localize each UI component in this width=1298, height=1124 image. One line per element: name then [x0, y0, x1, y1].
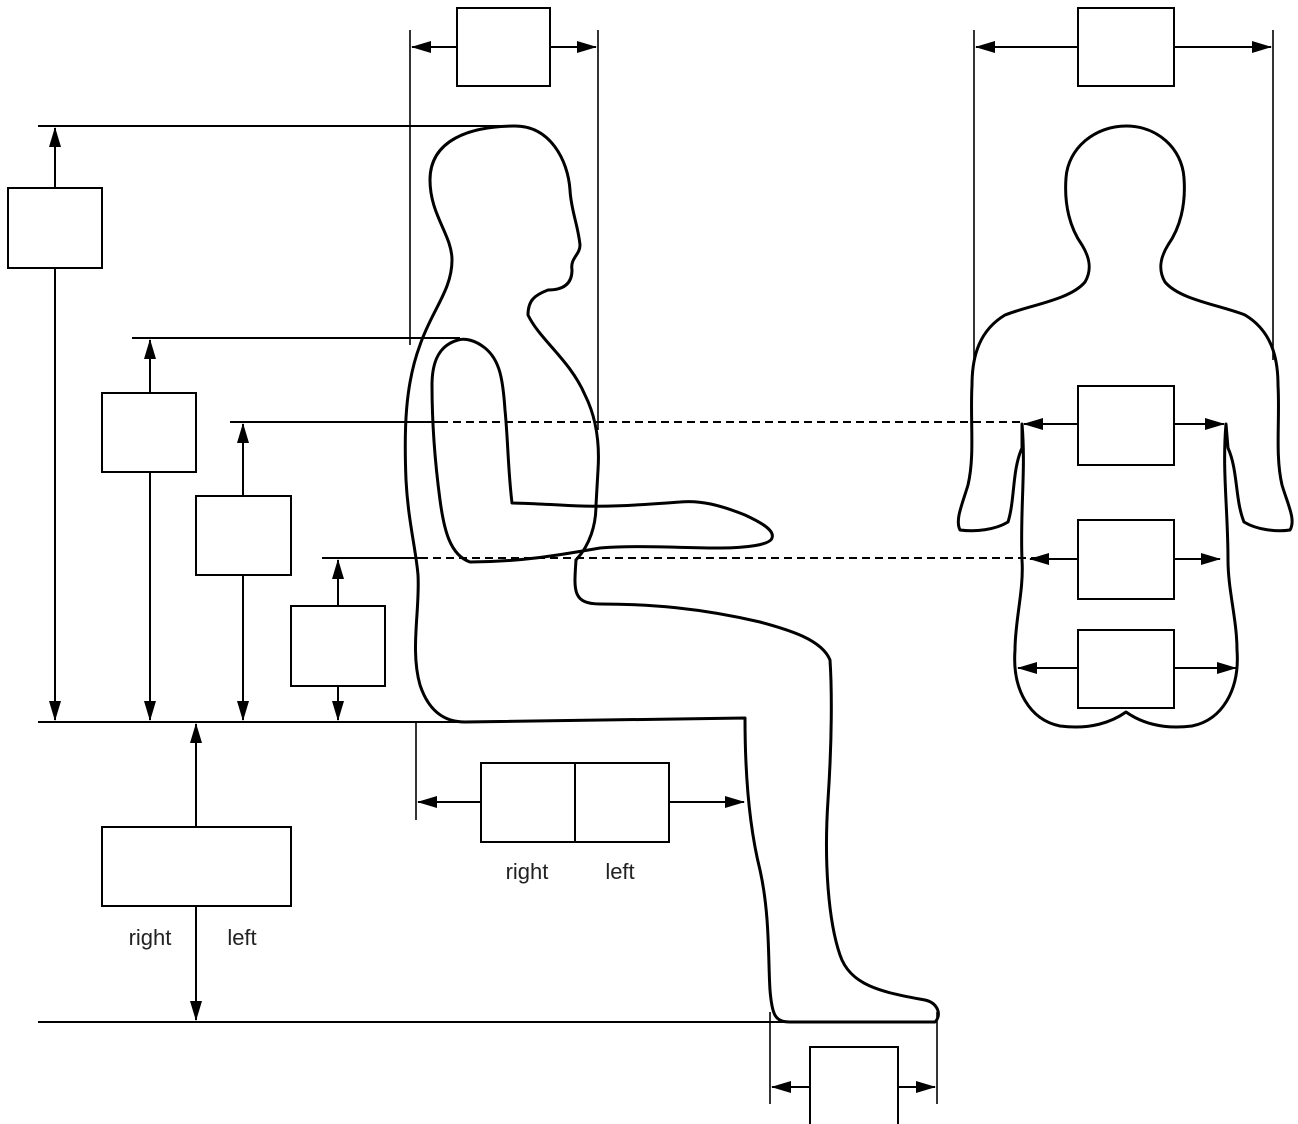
side-body-outline	[403, 124, 940, 1024]
hip-breadth-value-box[interactable]	[1077, 629, 1175, 709]
chest-breadth-value-box[interactable]	[1077, 385, 1175, 466]
front-view-figure	[956, 124, 1294, 729]
waist-breadth-value-box[interactable]	[1077, 519, 1175, 600]
popliteal-height-right-label: right	[129, 925, 172, 950]
side-arm-outline	[430, 337, 774, 564]
side-abdomen-outline	[574, 503, 598, 562]
body-depth-value-box[interactable]	[456, 7, 551, 87]
side-view-figure	[403, 124, 940, 1024]
front-body-outline	[956, 124, 1294, 729]
elbow-height-value-box[interactable]	[195, 495, 292, 576]
thigh-clearance-value-box[interactable]	[290, 605, 386, 687]
foot-length-value-box[interactable]	[809, 1046, 899, 1124]
side-face-chest-outline	[513, 124, 600, 507]
side-view-dimensions: right left right left	[7, 7, 1040, 1124]
buttock-knee-left-label: left	[605, 859, 634, 884]
sitting-height-value-box[interactable]	[7, 187, 103, 269]
front-view-dimensions	[973, 7, 1274, 709]
buttock-knee-right-label: right	[506, 859, 549, 884]
shoulder-height-value-box[interactable]	[101, 392, 197, 473]
shoulder-breadth-value-box[interactable]	[1077, 7, 1175, 87]
popliteal-height-left-label: left	[227, 925, 256, 950]
popliteal-height-value-box[interactable]	[101, 826, 292, 907]
